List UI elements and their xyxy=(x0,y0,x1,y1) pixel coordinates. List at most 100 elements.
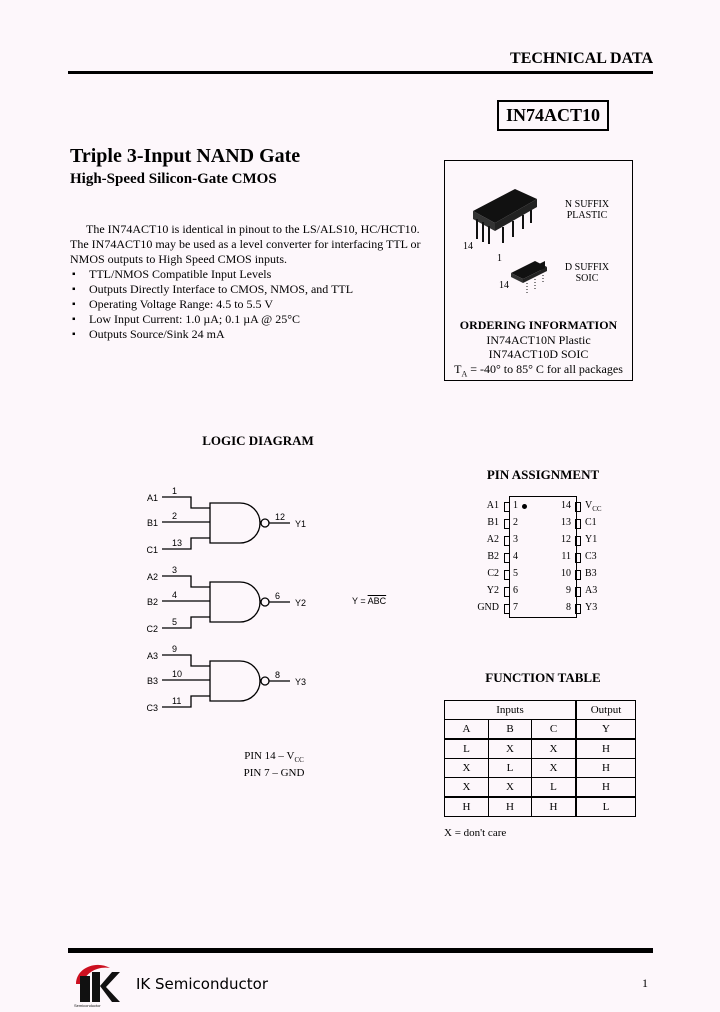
pin-assignment-title: PIN ASSIGNMENT xyxy=(486,467,600,482)
pin-label-left: A2 xyxy=(486,534,499,545)
nand-gate xyxy=(209,502,261,544)
pin-tab-left xyxy=(504,587,510,597)
pin-label-left: B2 xyxy=(487,551,499,562)
input-pin-number: 5 xyxy=(172,617,177,627)
ordering-title: ORDERING INFORMATION xyxy=(459,318,618,332)
d-suffix-text: D SUFFIX xyxy=(564,262,610,273)
col-c: C xyxy=(531,719,577,740)
temp-range: TA = -40° to 85° C for all packages xyxy=(445,362,632,382)
output-pin-number: 6 xyxy=(275,591,280,601)
pin-label-text: C1 xyxy=(585,517,597,528)
pin-number-left: 6 xyxy=(513,585,518,596)
input-pin-number: 2 xyxy=(172,511,177,521)
pin-tab-right xyxy=(575,587,581,597)
input-pin-number: 9 xyxy=(172,644,177,654)
pin-label-right: C1 xyxy=(585,517,597,530)
equation: Y = ABC xyxy=(352,596,386,606)
pin-label-text: C3 xyxy=(585,551,597,562)
pin-label-text: A3 xyxy=(585,585,598,596)
n-suffix-text: N SUFFIX xyxy=(564,199,610,210)
description-section: The IN74ACT10 is identical in pinout to … xyxy=(70,222,440,342)
pin-number-right: 11 xyxy=(561,551,571,562)
table-cell: X xyxy=(488,738,532,759)
feature-item: Outputs Directly Interface to CMOS, NMOS… xyxy=(70,282,440,297)
pin-label-right: Y3 xyxy=(585,602,597,615)
order-d: IN74ACT10D SOIC xyxy=(488,347,589,361)
input-wire xyxy=(162,695,210,708)
pin-tab-right xyxy=(575,553,581,563)
soic-pin14-label: 14 xyxy=(499,280,509,291)
table-cell: X xyxy=(531,758,577,778)
output-header: Output xyxy=(575,700,636,720)
pin7-note: PIN 7 – GND xyxy=(243,767,305,780)
input-pin-number: 13 xyxy=(172,538,182,548)
technical-data-label: TECHNICAL DATA xyxy=(510,50,653,67)
temp-sub: A xyxy=(461,368,468,378)
page-title: Triple 3-Input NAND Gate xyxy=(70,145,301,167)
footer-rule xyxy=(68,948,653,953)
feature-item: Outputs Source/Sink 24 mA xyxy=(70,327,440,342)
pin-label-text: V xyxy=(585,500,593,511)
pin-tab-right xyxy=(575,570,581,580)
pin-label-left: C2 xyxy=(487,568,499,579)
order-n: IN74ACT10N Plastic xyxy=(486,332,591,347)
page-subtitle: High-Speed Silicon-Gate CMOS xyxy=(70,171,277,187)
pin1-dot xyxy=(522,504,527,509)
power-pins-note: PIN 14 – VCC PIN 7 – GND xyxy=(224,750,324,780)
input-label: A1 xyxy=(147,493,158,503)
pin-label-right: A3 xyxy=(585,585,597,598)
input-label: C1 xyxy=(146,545,158,555)
pin-tab-right xyxy=(575,536,581,546)
table-cell: X xyxy=(444,777,489,798)
page-number: 1 xyxy=(642,976,648,990)
header-rule xyxy=(68,71,653,74)
table-cell: X xyxy=(444,758,489,778)
pin-tab-right xyxy=(575,502,581,512)
function-table-title: FUNCTION TABLE xyxy=(485,670,601,685)
pin-tab-left xyxy=(504,604,510,614)
col-b: B xyxy=(488,719,532,740)
output-pin-number: 8 xyxy=(275,670,280,680)
pin-tab-right xyxy=(575,519,581,529)
d-type-text: SOIC xyxy=(575,273,599,284)
inverter-bubble xyxy=(260,518,270,528)
pin-number-right: 14 xyxy=(561,500,571,511)
company-name: IK Semiconductor xyxy=(136,975,268,993)
pin-tab-left xyxy=(504,502,510,512)
input-wire xyxy=(162,537,210,550)
pin-number-right: 9 xyxy=(566,585,571,596)
pin-number-left: 1 xyxy=(513,500,518,511)
input-pin-number: 1 xyxy=(172,486,177,496)
pin14-note: PIN 14 – VCC xyxy=(224,750,324,767)
n-type-text: PLASTIC xyxy=(566,210,608,221)
pin-number-left: 7 xyxy=(513,602,518,613)
table-cell: L xyxy=(444,738,489,759)
nand-gate xyxy=(209,660,261,702)
output-label: Y1 xyxy=(295,519,306,529)
col-y: Y xyxy=(575,719,636,740)
table-cell: H xyxy=(575,777,636,798)
pin14-text: PIN 14 – V xyxy=(244,750,295,762)
nand-gate xyxy=(209,581,261,623)
ordering-info: ORDERING INFORMATION IN74ACT10N Plastic … xyxy=(445,318,632,381)
input-wire xyxy=(162,575,210,588)
svg-text:Semiconductor: Semiconductor xyxy=(74,1003,101,1008)
table-cell: L xyxy=(488,758,532,778)
pin-label-left: GND xyxy=(477,602,499,613)
pin-tab-left xyxy=(504,519,510,529)
input-label: C3 xyxy=(146,703,158,713)
table-cell: H xyxy=(488,796,532,817)
table-cell: X xyxy=(488,777,532,798)
output-label: Y3 xyxy=(295,677,306,687)
table-cell: H xyxy=(531,796,577,817)
table-cell: L xyxy=(531,777,577,798)
table-note: X = don't care xyxy=(444,827,507,839)
pin-number-left: 5 xyxy=(513,568,518,579)
output-label: Y2 xyxy=(295,598,306,608)
input-label: B3 xyxy=(147,676,158,686)
table-cell: L xyxy=(575,796,636,817)
